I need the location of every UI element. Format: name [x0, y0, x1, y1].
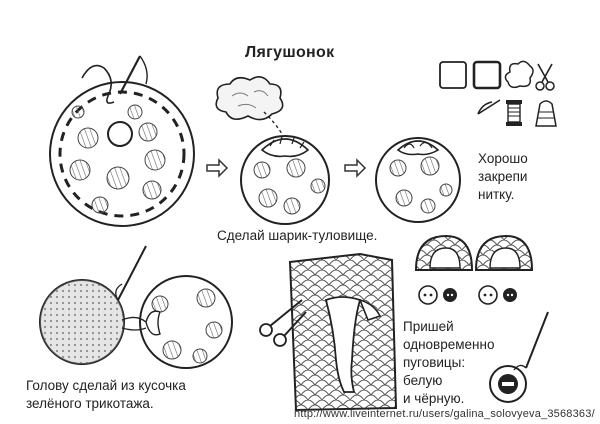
head-green-ball — [39, 279, 125, 365]
stuffing-cloud — [215, 76, 284, 121]
caption-line: закрепи — [478, 169, 528, 184]
caption-line: зелёного трикотажа. — [26, 396, 154, 411]
fabric-ball-gathering — [240, 135, 330, 225]
fabric-circle-stitched — [49, 55, 195, 227]
scissors-icon — [535, 63, 555, 91]
arrow-right-icon — [344, 158, 367, 178]
caption-secure-thread: Хорошо закрепи нитку. — [478, 150, 598, 204]
thread-spool-icon — [506, 100, 522, 126]
joining-thread — [121, 316, 147, 331]
caption-line: Хорошо — [478, 151, 528, 166]
leg-cutout — [324, 296, 362, 393]
needle-icon — [477, 99, 501, 115]
white-button-icon — [418, 285, 438, 305]
caption-line: белую — [403, 373, 443, 388]
green-fabric-piece — [288, 252, 398, 412]
needle-icon — [117, 245, 147, 301]
arrow-right-icon — [206, 158, 229, 178]
watermark-url: http://www.liveinternet.ru/users/galina_… — [294, 408, 595, 420]
fabric-square-thick-icon — [472, 60, 502, 90]
caption-head: Голову сделай из кусочка зелёного трикот… — [26, 377, 256, 413]
needle-icon — [119, 55, 141, 95]
fabric-ball-finished — [375, 137, 461, 223]
eye-with-needle — [489, 311, 549, 403]
page-title: Лягушонок — [245, 44, 335, 61]
caption-line: пуговицы: — [403, 355, 466, 370]
caption-line: Голову сделай из кусочка — [26, 378, 186, 393]
caption-line: одновременно — [403, 337, 495, 352]
white-button-icon — [478, 285, 498, 305]
eye-piece-right — [474, 234, 534, 271]
black-button-icon — [503, 288, 517, 302]
tools-panel — [439, 60, 557, 127]
thimble-icon — [535, 100, 557, 127]
stuffing-icon — [504, 60, 534, 89]
caption-line: нитку. — [478, 187, 515, 202]
scissors-icon — [259, 299, 307, 347]
caption-sew-buttons: Пришей одновременно пуговицы: белую и чё… — [403, 318, 513, 408]
needle-icon — [525, 311, 549, 369]
caption-line: Пришей — [403, 319, 454, 334]
caption-line: и чёрную. — [403, 391, 465, 406]
body-ball — [139, 275, 233, 369]
black-button-icon — [443, 288, 457, 302]
fabric-square-icon — [439, 61, 467, 89]
stuffing-arrow — [263, 111, 283, 135]
caption-body-ball: Сделай шарик-туловище. — [217, 228, 378, 243]
eye-piece-left — [414, 234, 474, 271]
